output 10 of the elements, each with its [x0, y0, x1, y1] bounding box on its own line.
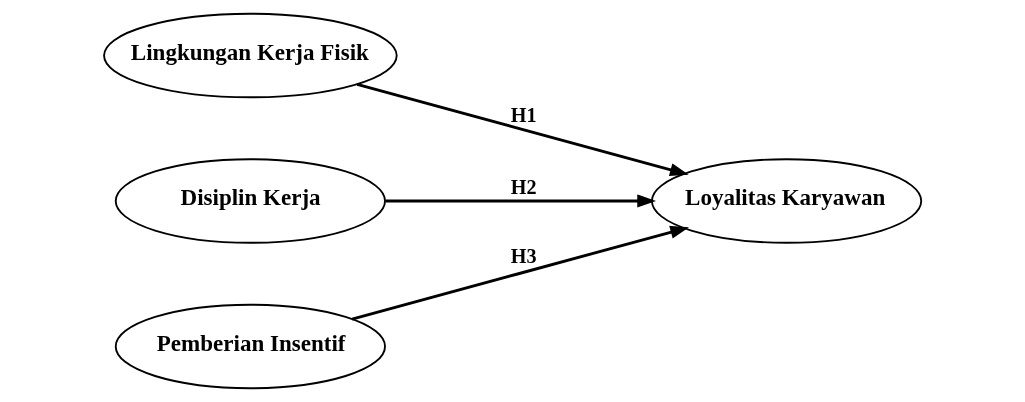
node-ellipse: Lingkungan Kerja Fisik: [103, 12, 398, 99]
edge-label: H3: [510, 245, 537, 268]
arrow: [356, 82, 689, 177]
node-ellipse: Loyalitas Karyawan: [650, 158, 923, 244]
arrow: [351, 225, 689, 321]
arrow: [385, 194, 656, 208]
node-ellipse: Pemberian Insentif: [114, 303, 386, 390]
node-ellipse: Disiplin Kerja: [114, 158, 386, 244]
edge-label: H2: [510, 176, 537, 199]
edge-label: H1: [510, 104, 537, 127]
